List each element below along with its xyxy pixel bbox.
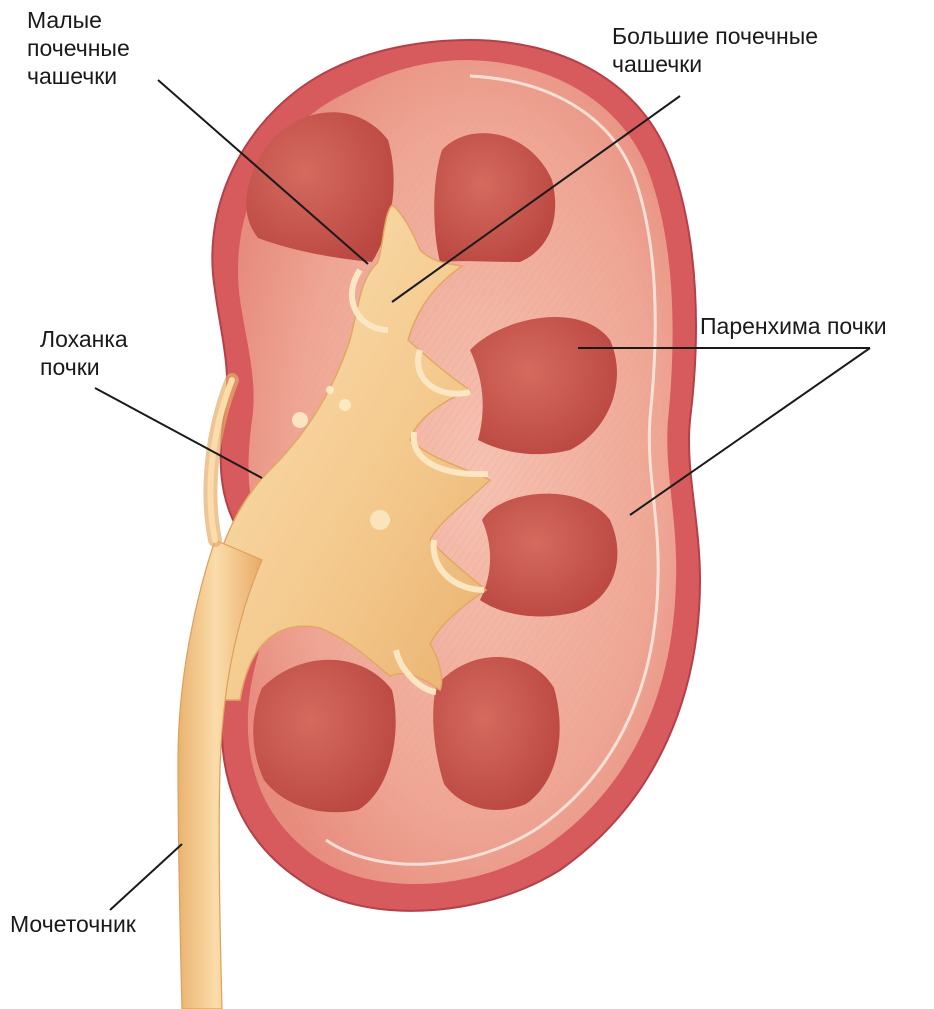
- label-major-calyces-line1: Большие почечные: [612, 22, 818, 50]
- label-renal-pelvis-line1: Лоханка: [40, 325, 128, 353]
- label-renal-pelvis-line2: почки: [40, 353, 128, 381]
- label-parenchyma-line1: Паренхима почки: [700, 312, 887, 340]
- label-renal-pelvis: Лоханка почки: [40, 325, 128, 381]
- pyramid-mid-right-2: [480, 494, 617, 617]
- pyramid-lower-right: [433, 657, 559, 810]
- pyramid-lower-left: [253, 660, 395, 813]
- label-parenchyma: Паренхима почки: [700, 312, 887, 340]
- leader-ureter: [110, 844, 182, 910]
- label-minor-calyces: Малые почечные чашечки: [27, 6, 130, 90]
- label-minor-calyces-line2: почечные: [27, 34, 130, 62]
- label-minor-calyces-line1: Малые: [27, 6, 130, 34]
- label-major-calyces: Большие почечные чашечки: [612, 22, 818, 78]
- label-ureter: Мочеточник: [10, 910, 136, 938]
- label-ureter-line1: Мочеточник: [10, 910, 136, 938]
- label-major-calyces-line2: чашечки: [612, 50, 818, 78]
- label-minor-calyces-line3: чашечки: [27, 62, 130, 90]
